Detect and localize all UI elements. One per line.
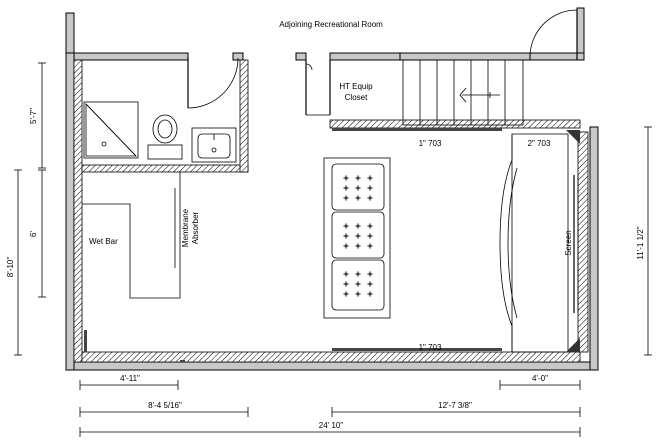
dim-left-outer: 8'-10" — [6, 257, 15, 278]
wet-bar-label: Wet Bar — [89, 237, 118, 246]
tuft-icon — [343, 233, 349, 239]
adjoining-room-label: Adjoining Recreational Room — [279, 20, 383, 29]
left-dimensions — [14, 62, 46, 356]
tuft-icon — [343, 243, 349, 249]
dim-bottom-total: 24' 10" — [319, 421, 344, 430]
staircase — [402, 59, 524, 126]
wet-bar-counter — [82, 172, 181, 299]
panel-bottom-label: 1" 703 — [419, 343, 442, 352]
tuft-icon — [367, 223, 373, 229]
dim-bottom-right-small: 4'-0" — [532, 374, 548, 383]
acoustic-panels — [84, 128, 502, 362]
bathroom-door[interactable] — [187, 57, 239, 109]
tuft-icon — [355, 223, 361, 229]
tuft-icon — [367, 175, 373, 181]
tuft-icon — [343, 223, 349, 229]
tuft-icon — [367, 195, 373, 201]
sink-icon — [191, 127, 237, 163]
tuft-icon — [367, 243, 373, 249]
tuft-icon — [355, 233, 361, 239]
tuft-icon — [355, 185, 361, 191]
tuft-icon — [343, 175, 349, 181]
sofa — [323, 157, 391, 319]
tuft-icon — [355, 195, 361, 201]
ht-equip-label-line2: Closet — [345, 93, 368, 102]
tuft-icon — [355, 243, 361, 249]
dim-right: 11'-1 1/2" — [636, 226, 645, 259]
dim-bottom-wetbar: 4'-11" — [120, 374, 140, 383]
tuft-icon — [367, 291, 373, 297]
outer-walls — [65, 7, 599, 371]
sofa-tufting — [343, 175, 373, 297]
tuft-icon — [355, 281, 361, 287]
bottom-dimensions — [79, 380, 581, 437]
tuft-icon — [367, 233, 373, 239]
dim-left-mid: 6' — [29, 231, 38, 237]
toilet-icon — [147, 114, 183, 160]
tuft-icon — [367, 281, 373, 287]
membrane-label-line1: Membrane — [181, 208, 190, 247]
tuft-icon — [343, 291, 349, 297]
tuft-icon — [343, 185, 349, 191]
dim-bottom-right: 12'-7 3/8" — [438, 401, 472, 410]
panel-top-label: 1" 703 — [419, 139, 442, 148]
screen-label: Screen — [564, 230, 573, 255]
hatched-walls — [73, 59, 589, 363]
tuft-icon — [343, 271, 349, 277]
dim-left-top: 5'-7" — [29, 108, 38, 124]
tuft-icon — [355, 271, 361, 277]
stair-door[interactable] — [529, 9, 578, 60]
right-dimension — [644, 126, 652, 356]
shower-icon — [83, 101, 139, 159]
panel-corner-label: 2" 703 — [528, 139, 551, 148]
closet-door[interactable] — [305, 60, 331, 116]
tuft-icon — [367, 185, 373, 191]
tuft-icon — [367, 271, 373, 277]
tuft-icon — [343, 281, 349, 287]
ht-equip-label-line1: HT Equip — [339, 82, 373, 91]
dim-bottom-left: 8'-4 5/16" — [148, 401, 182, 410]
tuft-icon — [355, 175, 361, 181]
tuft-icon — [355, 291, 361, 297]
membrane-label-line2: Absorber — [191, 211, 200, 244]
tuft-icon — [343, 195, 349, 201]
screen-wall — [499, 130, 580, 353]
